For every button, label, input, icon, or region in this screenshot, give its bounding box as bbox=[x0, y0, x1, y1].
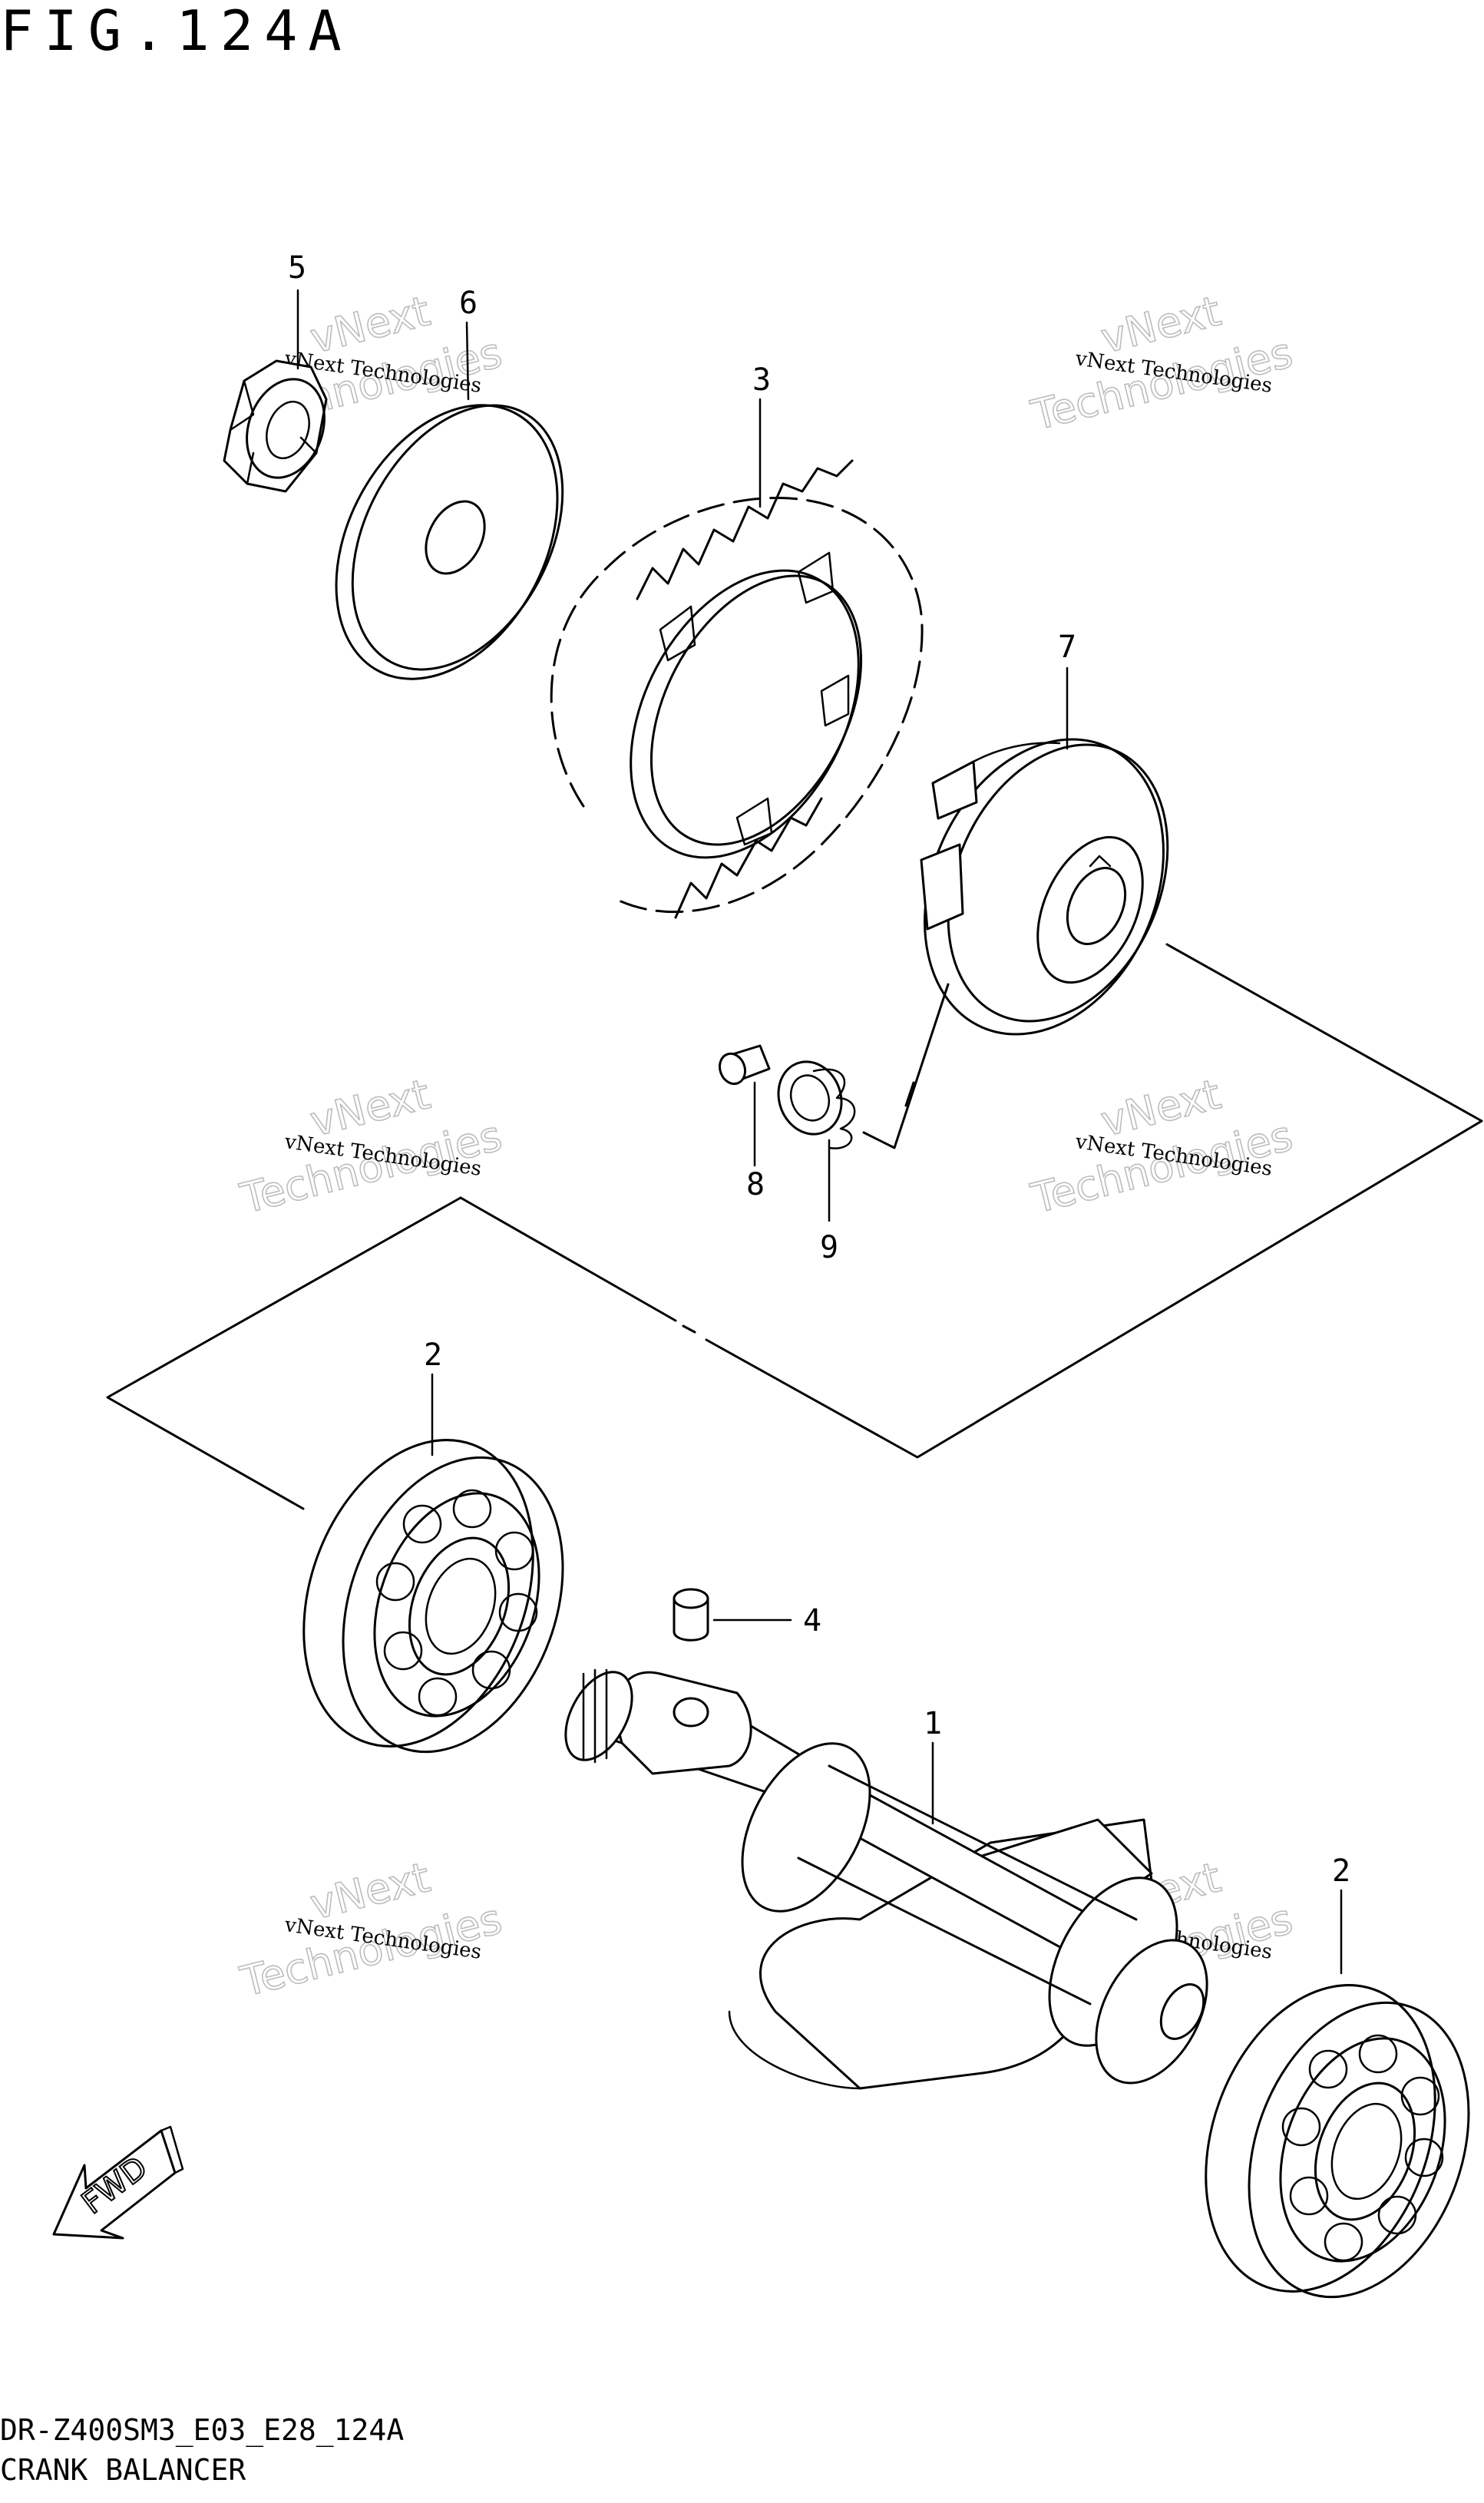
watermark-low-left: vNext Technologies vNext Technologies bbox=[235, 1853, 507, 2007]
watermark-mid-right: vNext Technologies vNext Technologies bbox=[1026, 1070, 1297, 1224]
part-7-boss bbox=[920, 738, 1169, 1036]
callout-5: 5 bbox=[288, 250, 306, 286]
callout-6: 6 bbox=[459, 286, 478, 321]
callout-3: 3 bbox=[752, 362, 771, 398]
part-8-pin bbox=[718, 1044, 771, 1086]
assembly-outline bbox=[106, 943, 1483, 1510]
callout-9: 9 bbox=[820, 1230, 838, 1265]
diagram-name: CRANK BALANCER bbox=[0, 2453, 246, 2487]
part-2-bearing-left bbox=[302, 1439, 564, 1754]
part-4-key bbox=[673, 1588, 709, 1642]
watermark-top-right: vNext Technologies vNext Technologies bbox=[1026, 286, 1297, 441]
callout-7: 7 bbox=[1058, 630, 1076, 665]
callout-1: 1 bbox=[924, 1706, 942, 1741]
leader-lines bbox=[296, 289, 1343, 1975]
figure-title: FIG.124A bbox=[0, 0, 352, 63]
part-1-balancer-shaft bbox=[564, 1668, 1208, 2090]
callout-2-left: 2 bbox=[424, 1337, 442, 1373]
part-5-nut bbox=[223, 359, 328, 493]
fwd-arrow-icon: FWD bbox=[52, 2125, 184, 2240]
callout-4: 4 bbox=[803, 1603, 821, 1638]
diagram-code: DR-Z400SM3_E03_E28_124A bbox=[0, 2413, 405, 2447]
part-9-spring bbox=[777, 1060, 856, 1149]
callout-2-right: 2 bbox=[1332, 1853, 1350, 1889]
part-6-washer bbox=[335, 404, 564, 680]
part-2-bearing-right bbox=[1205, 1984, 1470, 2299]
callout-8: 8 bbox=[746, 1167, 765, 1202]
part-3-driven-gear bbox=[550, 459, 924, 919]
